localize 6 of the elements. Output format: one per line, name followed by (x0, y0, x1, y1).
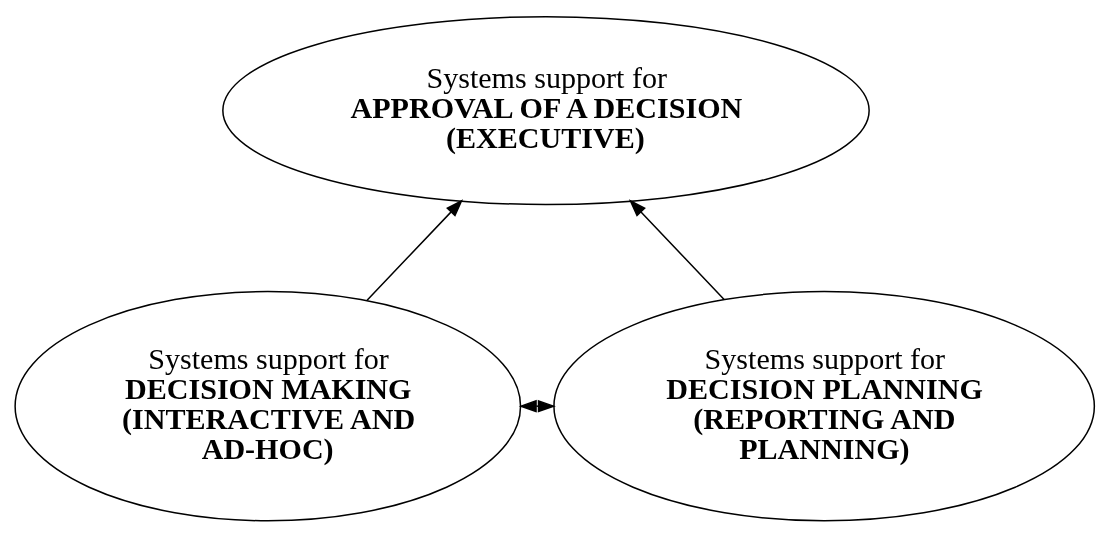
node-ellipse: Systems support for DECISION PLANNING (REPORTING AND PLANNING) (553, 290, 1096, 522)
arrow (518, 399, 556, 413)
arrow (628, 199, 725, 301)
node-ellipse: Systems support for APPROVAL OF A DECISION (EXECUTIVE) (222, 15, 870, 206)
node-ellipse: Systems support for DECISION MAKING (INTERACTIVE AND AD-HOC) (14, 290, 522, 522)
arrow (366, 199, 464, 301)
